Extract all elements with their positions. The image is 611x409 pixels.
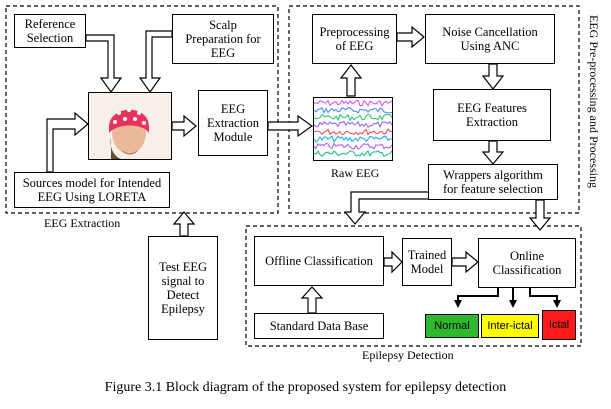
output-ictal-box: Ictal: [542, 310, 576, 340]
arrow-reference-to-photo: [85, 34, 123, 94]
region-frame-eeg-extraction: [5, 5, 279, 214]
region-label-eeg-extraction: EEG Extraction: [44, 216, 121, 230]
eeg-trace: [314, 113, 392, 122]
region-label-detection: Epilepsy Detection: [362, 348, 454, 362]
raw-eeg-plot: [313, 97, 393, 161]
arrow-preprocessing-to-noise: [396, 25, 425, 49]
arrow-offline-to-trained: [383, 250, 403, 274]
raw-eeg-traces: [314, 99, 392, 157]
eeg-trace: [314, 150, 392, 157]
output-interictal-box: Inter-ictal: [481, 314, 539, 338]
arrow-module-to-raweeg: [267, 114, 314, 138]
arrow-noise-to-features: [481, 63, 505, 90]
trained-model-box: Trained Model: [402, 238, 452, 286]
region-frame-detection: [245, 225, 582, 347]
arrow-wrappers-to-online: [528, 199, 552, 231]
region-label-preprocessing: EEG Pre-processing and Processing: [587, 15, 601, 188]
raw-eeg-label: Raw EEG: [331, 166, 380, 180]
reference-selection-box: Reference Selection: [14, 14, 86, 48]
arrow-raweeg-to-preprocessing: [339, 64, 363, 97]
eeg-trace: [314, 142, 392, 150]
offline-classification-box: Offline Classification: [254, 236, 384, 286]
arrow-database-to-offline: [300, 286, 324, 314]
arrow-test-to-extraction: [172, 211, 196, 237]
arrow-photo-to-module: [171, 114, 197, 138]
arrow-scalp-to-photo: [138, 30, 173, 94]
eeg-trace: [314, 135, 392, 143]
scalp-preparation-box: Scalp Preparation for EEG: [172, 14, 274, 64]
wrappers-algorithm-box: Wrappers algorithm for feature selection: [428, 164, 558, 200]
output-normal-box: Normal: [425, 314, 479, 338]
eeg-cap-photo: [88, 92, 172, 160]
preprocessing-of-eeg-box: Preprocessing of EEG: [312, 14, 397, 64]
test-eeg-signal-box: Test EEG signal to Detect Epilepsy: [148, 236, 218, 340]
arrow-wrappers-to-offline: [343, 184, 435, 225]
arrow-trained-to-online: [451, 250, 479, 274]
standard-database-box: Standard Data Base: [254, 313, 384, 339]
eeg-trace: [314, 128, 392, 136]
arrow-sources-to-photo: [46, 111, 89, 173]
figure-caption: Figure 3.1 Block diagram of the proposed…: [104, 380, 507, 395]
eeg-trace: [314, 120, 392, 129]
eeg-trace: [314, 106, 392, 115]
region-frame-preprocessing: [288, 5, 580, 214]
eeg-trace: [314, 99, 392, 107]
arrow-online-to-normal: [454, 288, 499, 308]
arrow-online-to-ictal: [529, 288, 561, 308]
online-classification-box: Online Classification: [478, 238, 576, 288]
noise-cancellation-box: Noise Cancellation Using ANC: [425, 14, 555, 64]
eeg-extraction-module-box: EEG Extraction Module: [198, 90, 268, 156]
arrow-features-to-wrappers: [481, 140, 505, 165]
eeg-features-extraction-box: EEG Features Extraction: [433, 89, 551, 141]
eeg-cap-illustration: [89, 93, 171, 159]
sources-model-box: Sources model for Intended EEG Using LOR…: [14, 172, 170, 208]
